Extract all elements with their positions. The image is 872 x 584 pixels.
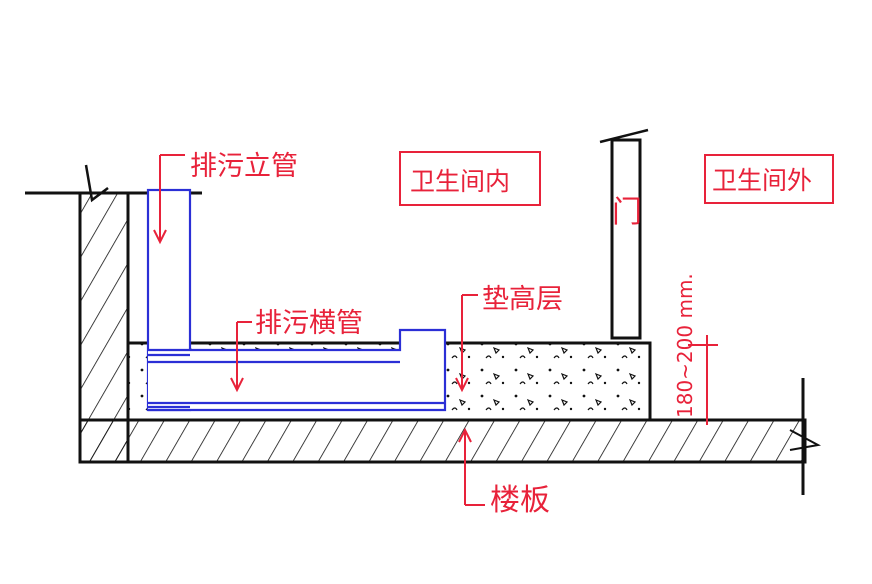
label-outside-bathroom: 卫生间外 bbox=[712, 166, 812, 195]
label-inside-bathroom: 卫生间内 bbox=[410, 167, 510, 196]
label-horizontal-pipe: 排污横管 bbox=[255, 308, 363, 339]
floor-slab bbox=[78, 418, 807, 464]
label-door: 门 bbox=[612, 195, 642, 230]
left-wall bbox=[78, 191, 130, 464]
label-floor-slab: 楼板 bbox=[490, 483, 550, 518]
door-post bbox=[610, 138, 642, 340]
inside-bathroom-box bbox=[399, 151, 541, 206]
label-dimension: 180~200 mm. bbox=[673, 273, 697, 418]
annotations bbox=[153, 151, 834, 506]
label-vertical-pipe: 排污立管 bbox=[190, 151, 298, 182]
drain-pipes bbox=[146, 188, 447, 412]
label-raised-layer: 垫高层 bbox=[482, 284, 563, 315]
outside-bathroom-box bbox=[704, 154, 834, 204]
